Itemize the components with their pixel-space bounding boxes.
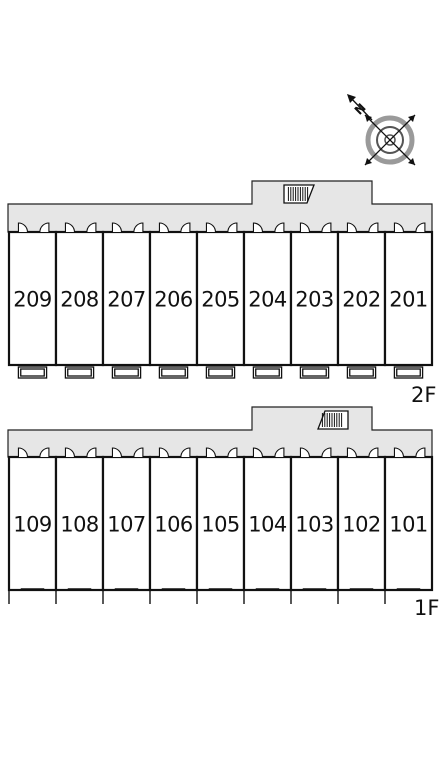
unit-wall-extension xyxy=(8,588,45,604)
unit-207: 207 xyxy=(101,222,152,379)
unit-wall-extension xyxy=(196,588,233,604)
unit-102: 102 xyxy=(336,447,387,604)
balcony xyxy=(205,366,236,379)
unit-wall-extension xyxy=(55,588,92,604)
unit-103: 103 xyxy=(289,447,340,604)
north-arrow-icon xyxy=(347,94,373,121)
unit-209: 209 xyxy=(7,222,58,379)
door-icon xyxy=(393,447,426,458)
unit-wall-extension xyxy=(243,588,280,604)
corridor-1f xyxy=(7,406,433,458)
unit-number: 201 xyxy=(389,288,428,312)
corridor-2f xyxy=(7,180,433,233)
balcony xyxy=(346,366,377,379)
north-label: N xyxy=(352,101,369,118)
balcony xyxy=(17,366,48,379)
unit-number: 102 xyxy=(342,513,381,537)
floor-2f: 209 208 207 206 205 204 203 202 201 2F xyxy=(7,180,436,407)
balcony xyxy=(299,366,330,379)
door-icon xyxy=(393,222,426,233)
unit-number: 207 xyxy=(107,288,146,312)
unit-104: 104 xyxy=(242,447,293,604)
unit-wall-extension xyxy=(290,588,327,604)
balcony xyxy=(393,366,424,379)
door-icon xyxy=(205,447,238,458)
unit-206: 206 xyxy=(148,222,199,379)
unit-number: 204 xyxy=(248,288,287,312)
unit-number: 109 xyxy=(13,513,52,537)
door-icon xyxy=(252,222,285,233)
door-icon xyxy=(111,222,144,233)
door-icon xyxy=(64,222,97,233)
unit-108: 108 xyxy=(54,447,105,604)
stairs-2f-icon xyxy=(283,184,315,204)
compass-rose-icon xyxy=(364,114,416,166)
unit-203: 203 xyxy=(289,222,340,379)
door-icon xyxy=(346,222,379,233)
stairs-1f-icon xyxy=(317,410,349,430)
door-icon xyxy=(158,447,191,458)
unit-number: 208 xyxy=(60,288,99,312)
floor-label-1f: 1F xyxy=(414,596,439,620)
door-icon xyxy=(299,447,332,458)
unit-204: 204 xyxy=(242,222,293,379)
unit-number: 104 xyxy=(248,513,287,537)
unit-105: 105 xyxy=(195,447,246,604)
unit-number: 101 xyxy=(389,513,428,537)
door-icon xyxy=(346,447,379,458)
door-icon xyxy=(17,447,50,458)
door-icon xyxy=(158,222,191,233)
door-icon xyxy=(17,222,50,233)
door-icon xyxy=(111,447,144,458)
door-icon xyxy=(205,222,238,233)
unit-number: 205 xyxy=(201,288,240,312)
unit-205: 205 xyxy=(195,222,246,379)
door-icon xyxy=(64,447,97,458)
unit-wall-extension xyxy=(102,588,139,604)
unit-number: 203 xyxy=(295,288,334,312)
unit-106: 106 xyxy=(148,447,199,604)
unit-wall-extension xyxy=(337,588,374,604)
unit-number: 103 xyxy=(295,513,334,537)
unit-number: 107 xyxy=(107,513,146,537)
unit-201: 201 xyxy=(383,222,434,379)
unit-number: 202 xyxy=(342,288,381,312)
door-icon xyxy=(299,222,332,233)
unit-number: 209 xyxy=(13,288,52,312)
unit-109: 109 xyxy=(7,447,58,604)
unit-number: 206 xyxy=(154,288,193,312)
balcony xyxy=(64,366,95,379)
door-icon xyxy=(252,447,285,458)
unit-number: 105 xyxy=(201,513,240,537)
unit-number: 106 xyxy=(154,513,193,537)
compass: N xyxy=(347,94,416,166)
unit-wall-extension xyxy=(149,588,186,604)
floor-1f: 109 108 107 106 105 104 103 102 101 1F xyxy=(7,406,439,620)
floor-label-2f: 2F xyxy=(411,383,436,407)
unit-101: 101 xyxy=(383,447,434,604)
unit-107: 107 xyxy=(101,447,152,604)
unit-208: 208 xyxy=(54,222,105,379)
balcony xyxy=(111,366,142,379)
balcony xyxy=(252,366,283,379)
unit-wall-extension xyxy=(384,588,421,604)
unit-number: 108 xyxy=(60,513,99,537)
balcony xyxy=(158,366,189,379)
unit-202: 202 xyxy=(336,222,387,379)
